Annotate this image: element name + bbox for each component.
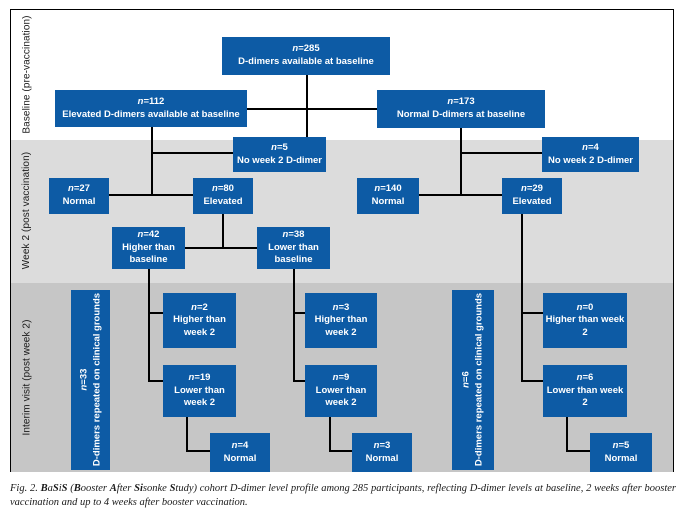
band-label-interim-text: Interim visit (post week 2) [21, 319, 33, 436]
band-baseline [11, 10, 673, 140]
band-label-baseline-text: Baseline (pre-vaccination) [21, 15, 33, 134]
band-week2 [11, 140, 673, 283]
band-label-interim: Interim visit (post week 2) [14, 283, 40, 472]
figure-caption: Fig. 2. BaSiS (Booster After Sisonke Stu… [10, 483, 676, 508]
band-label-baseline: Baseline (pre-vaccination) [14, 12, 40, 137]
band-label-week2-text: Week 2 (post vaccination) [21, 151, 33, 270]
band-interim [11, 283, 673, 472]
band-label-week2: Week 2 (post vaccination) [14, 140, 40, 281]
figure-frame [10, 9, 674, 472]
